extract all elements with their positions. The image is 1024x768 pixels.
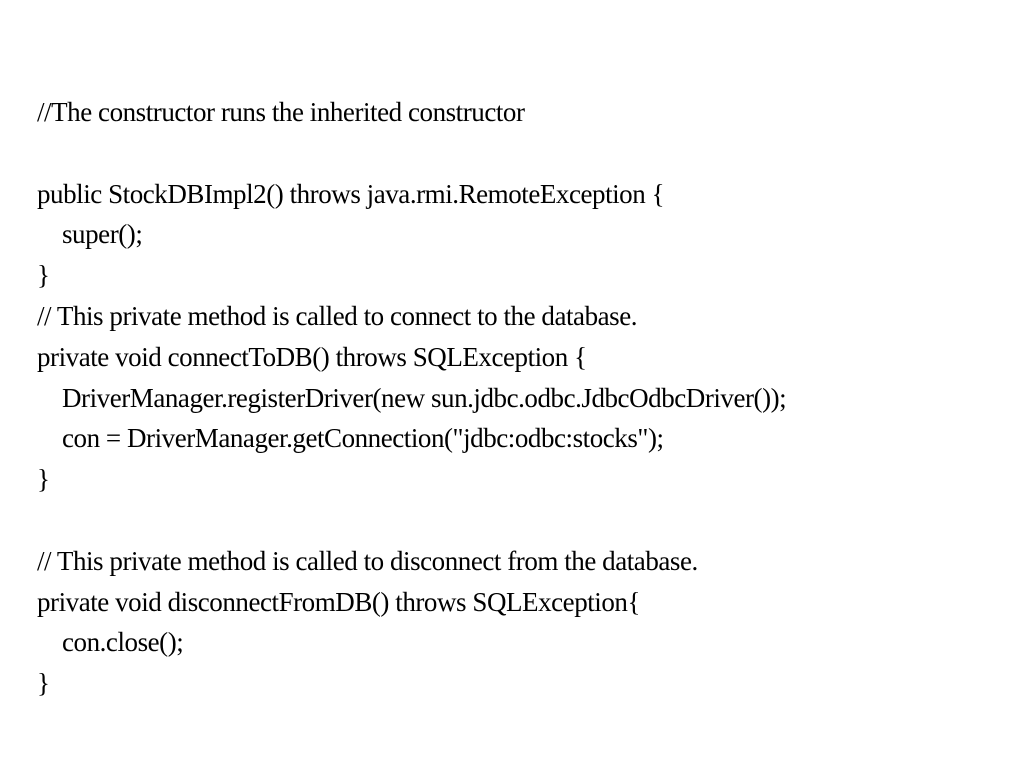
- blank-line: [37, 500, 1017, 541]
- comment-disconnect: // This private method is called to disc…: [37, 545, 698, 576]
- close-connection-statement: con.close();: [62, 627, 184, 658]
- get-connection-statement: con = DriverManager.getConnection("jdbc:…: [62, 423, 664, 454]
- closing-brace: }: [37, 260, 50, 291]
- closing-brace: }: [37, 464, 50, 495]
- code-block: //The constructor runs the inherited con…: [37, 92, 1017, 704]
- constructor-signature: public StockDBImpl2() throws java.rmi.Re…: [37, 178, 665, 209]
- comment-constructor: //The constructor runs the inherited con…: [37, 97, 525, 127]
- closing-brace: }: [37, 668, 50, 699]
- super-call: super();: [62, 219, 143, 250]
- comment-connect: // This private method is called to conn…: [37, 300, 638, 331]
- connect-method-signature: private void connectToDB() throws SQLExc…: [37, 341, 587, 372]
- register-driver-statement: DriverManager.registerDriver(new sun.jdb…: [62, 382, 787, 413]
- blank-line: [37, 133, 1017, 174]
- disconnect-method-signature: private void disconnectFromDB() throws S…: [37, 586, 640, 617]
